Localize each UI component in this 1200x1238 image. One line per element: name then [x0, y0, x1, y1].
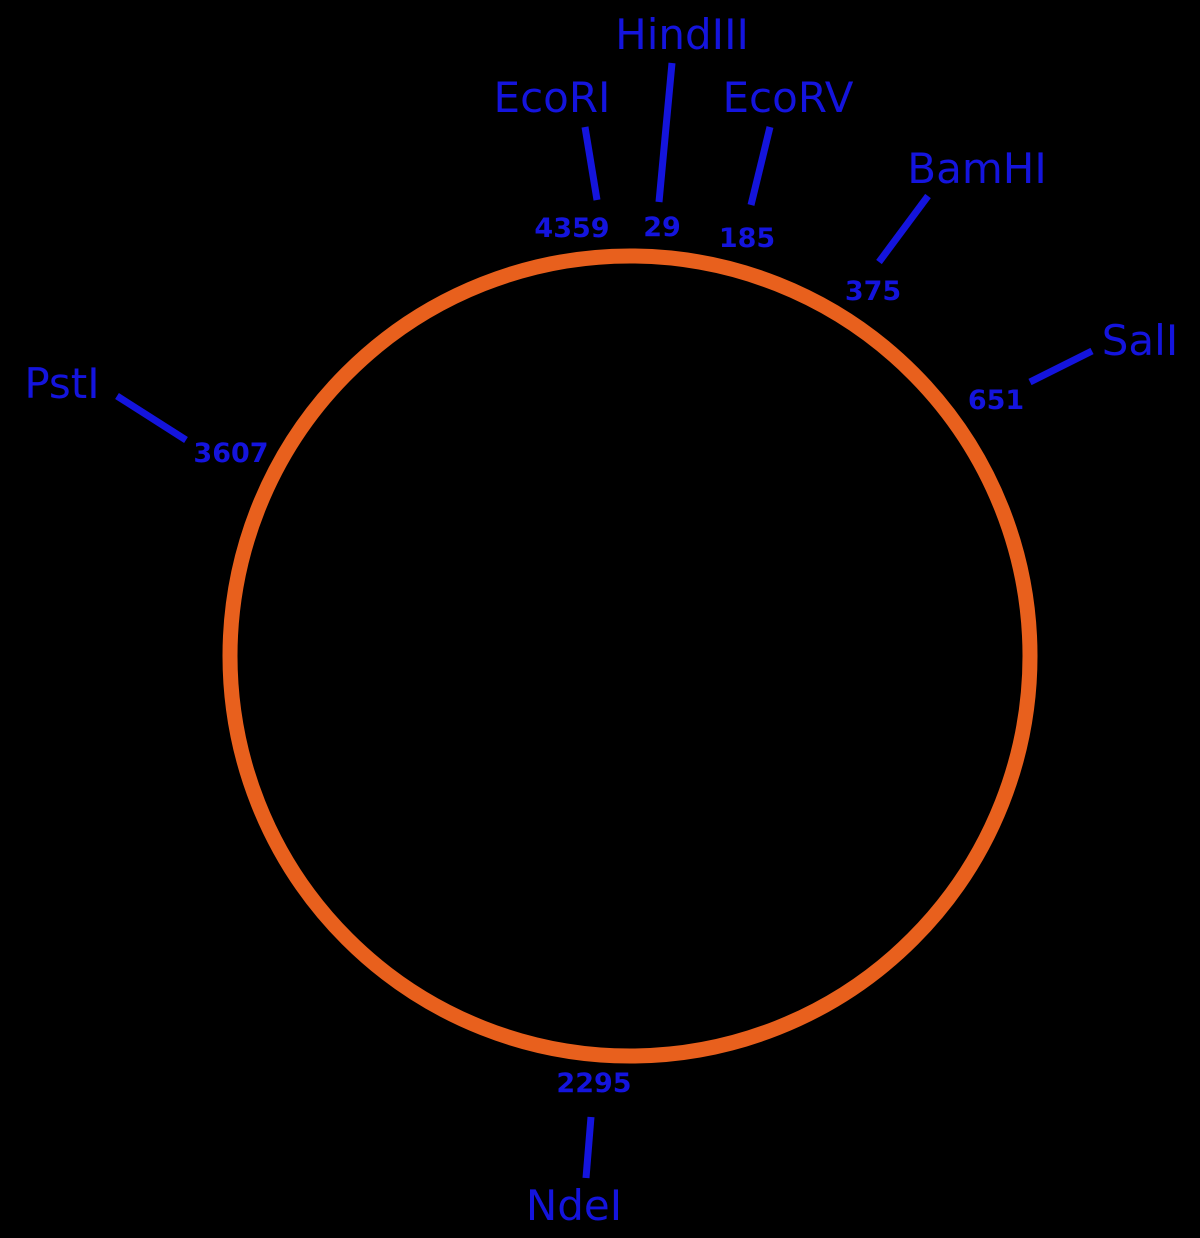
leader-line-ndei: [582, 1116, 595, 1179]
plasmid-circle: [222, 248, 1038, 1064]
leader-line-sali: [1028, 347, 1094, 386]
position-label-ecorv: 185: [718, 223, 776, 254]
enzyme-label-ndei: NdeI: [525, 1181, 623, 1230]
leader-line-hindiii: [655, 62, 676, 203]
enzyme-label-sali: SalI: [1101, 316, 1179, 365]
leader-line-ecorv: [747, 126, 774, 206]
position-label-hindiii: 29: [643, 212, 681, 243]
position-label-ndei: 2295: [556, 1068, 632, 1099]
enzyme-label-ecorv: EcoRV: [722, 73, 854, 122]
enzyme-label-hindiii: HindIII: [615, 10, 749, 59]
leader-line-psti: [115, 393, 188, 443]
leader-line-bamhi: [876, 193, 931, 265]
enzyme-label-ecori: EcoRI: [493, 73, 611, 122]
leader-line-ecori: [581, 126, 601, 201]
position-label-sali: 651: [967, 385, 1025, 416]
position-label-psti: 3607: [193, 438, 269, 469]
position-label-ecori: 4359: [534, 213, 610, 244]
enzyme-label-bamhi: BamHI: [907, 144, 1047, 193]
position-label-bamhi: 375: [844, 276, 902, 307]
enzyme-label-psti: PstI: [24, 359, 100, 408]
